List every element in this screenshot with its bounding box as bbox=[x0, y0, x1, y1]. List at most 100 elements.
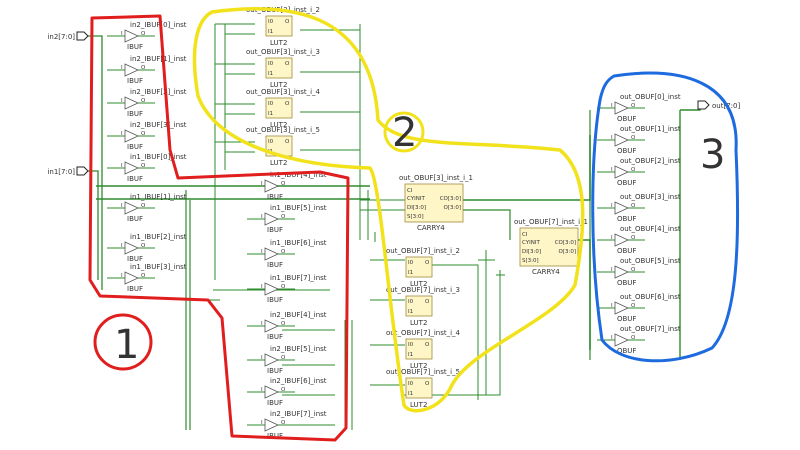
ibuf-mid-0-symbol bbox=[264, 179, 279, 193]
port-in1: in1[7:0] bbox=[47, 166, 89, 176]
ibuf-mid-4-symbol bbox=[264, 319, 279, 333]
port-in2-symbol bbox=[76, 31, 89, 41]
ibuf-mid-0-type: IBUF bbox=[267, 193, 283, 201]
port-in2-label: in2[7:0] bbox=[47, 33, 75, 41]
annotation-yellow-circle bbox=[383, 111, 425, 153]
lut-bottom-3-name: out_OBUF[7]_inst_i_5 bbox=[386, 368, 460, 376]
ibuf-left-7-pin-o: O bbox=[141, 273, 146, 279]
port-out-symbol bbox=[697, 100, 710, 110]
ibuf-left-6-pin-o: O bbox=[141, 243, 146, 249]
ibuf-mid-2-symbol bbox=[264, 247, 279, 261]
obuf-3-name: out_OBUF[3]_inst bbox=[620, 193, 681, 201]
ibuf-left-6-name: in1_IBUF[2]_inst bbox=[130, 233, 187, 241]
lut-top-1-pin-i1: I1 bbox=[268, 71, 273, 77]
ibuf-mid-5-pin-o: O bbox=[281, 355, 286, 361]
obuf-2-pin-i: I bbox=[611, 167, 613, 173]
ibuf-left-3-type: IBUF bbox=[127, 143, 143, 151]
obuf-7-pin-i: I bbox=[611, 335, 613, 341]
carry4-1: out_OBUF[7]_inst_i_1CICYINITDI[3:0]S[3:0… bbox=[514, 218, 588, 276]
carry4-0-pin-di: DI[3:0] bbox=[407, 205, 426, 211]
obuf-7-type: OBUF bbox=[617, 347, 636, 355]
ibuf-left-1-type: IBUF bbox=[127, 77, 143, 85]
ibuf-mid-3-symbol bbox=[264, 282, 279, 296]
ibuf-mid-1-pin-i: I bbox=[261, 214, 263, 220]
obuf-2-pin-o: O bbox=[631, 167, 636, 173]
ibuf-left-3-name: in2_IBUF[3]_inst bbox=[130, 121, 187, 129]
obuf-3-pin-i: I bbox=[611, 203, 613, 209]
lut-top-1-name: out_OBUF[3]_inst_i_3 bbox=[246, 48, 320, 56]
obuf-6-type: OBUF bbox=[617, 315, 636, 323]
lut-bottom-1-pin-i1: I1 bbox=[408, 309, 413, 315]
obuf-4-pin-o: O bbox=[631, 235, 636, 241]
obuf-3-type: OBUF bbox=[617, 215, 636, 223]
carry4-0: out_OBUF[3]_inst_i_1CICYINITDI[3:0]S[3:0… bbox=[399, 174, 473, 232]
lut-top-3-pin-i0: I0 bbox=[268, 139, 274, 145]
ibuf-left-2-name: in2_IBUF[2]_inst bbox=[130, 88, 187, 96]
lut-top-2-name: out_OBUF[3]_inst_i_4 bbox=[246, 88, 321, 96]
obuf-0-pin-i: I bbox=[611, 103, 613, 109]
annotation-red-number: 1 bbox=[114, 322, 139, 368]
ibuf-left-4-type: IBUF bbox=[127, 175, 143, 183]
cell-layer: in2[7:0]in1[7:0]out[7:0]in2_IBUF[0]_inst… bbox=[47, 6, 740, 440]
ibuf-mid-6-name: in2_IBUF[6]_inst bbox=[270, 377, 327, 385]
obuf-1-type: OBUF bbox=[617, 147, 636, 155]
lut-bottom-3-pin-i0: I0 bbox=[408, 381, 414, 387]
ibuf-mid-3-type: IBUF bbox=[267, 296, 283, 304]
ibuf-mid-7-pin-o: O bbox=[281, 420, 286, 426]
ibuf-mid-5-symbol bbox=[264, 353, 279, 367]
obuf-4-symbol bbox=[614, 233, 629, 247]
lut-bottom-2-box bbox=[405, 338, 433, 360]
ibuf-mid-0-pin-i: I bbox=[261, 181, 263, 187]
carry4-0-pin-ci: CI bbox=[407, 188, 413, 194]
obuf-6-pin-i: I bbox=[611, 303, 613, 309]
lut-bottom-0-pin-o: O bbox=[425, 260, 430, 266]
carry4-1-pin-ci: CI bbox=[522, 232, 528, 238]
ibuf-left-5-symbol bbox=[124, 201, 139, 215]
port-in1-symbol bbox=[76, 166, 89, 176]
carry4-0-pin-s: S[3:0] bbox=[407, 214, 424, 220]
obuf-2-name: out_OBUF[2]_inst bbox=[620, 157, 681, 165]
lut-bottom-1-name: out_OBUF[7]_inst_i_3 bbox=[386, 286, 460, 294]
carry4-0-box bbox=[404, 183, 464, 223]
wire bbox=[462, 209, 511, 240]
lut-bottom-0-box bbox=[405, 256, 433, 278]
ibuf-mid-2-type: IBUF bbox=[267, 261, 283, 269]
ibuf-mid-2-pin-o: O bbox=[281, 249, 286, 255]
ibuf-left-7-type: IBUF bbox=[127, 285, 143, 293]
lut-bottom-3-pin-o: O bbox=[425, 381, 430, 387]
port-in2: in2[7:0] bbox=[47, 31, 89, 41]
carry4-1-pin-co: CO[3:0] bbox=[555, 240, 576, 246]
wire bbox=[430, 264, 479, 400]
obuf-6-pin-o: O bbox=[631, 303, 636, 309]
ibuf-left-0-name: in2_IBUF[0]_inst bbox=[130, 21, 187, 29]
ibuf-left-3-symbol bbox=[124, 129, 139, 143]
annotation-yellow-outline bbox=[192, 6, 585, 413]
ibuf-left-5-pin-i: I bbox=[121, 203, 123, 209]
lut-bottom-0-name: out_OBUF[7]_inst_i_2 bbox=[386, 247, 460, 255]
wire bbox=[680, 105, 701, 111]
obuf-7-symbol bbox=[614, 333, 629, 347]
lut-bottom-3-pin-i1: I1 bbox=[408, 391, 413, 397]
lut-top-1-pin-o: O bbox=[285, 61, 290, 67]
carry4-0-type: CARRY4 bbox=[417, 224, 445, 232]
lut-top-2-type: LUT2 bbox=[270, 121, 287, 129]
annotation-red-outline bbox=[88, 14, 350, 442]
lut-bottom-0-type: LUT2 bbox=[410, 280, 427, 288]
obuf-7-name: out_OBUF[7]_inst bbox=[620, 325, 681, 333]
obuf-4-type: OBUF bbox=[617, 247, 636, 255]
